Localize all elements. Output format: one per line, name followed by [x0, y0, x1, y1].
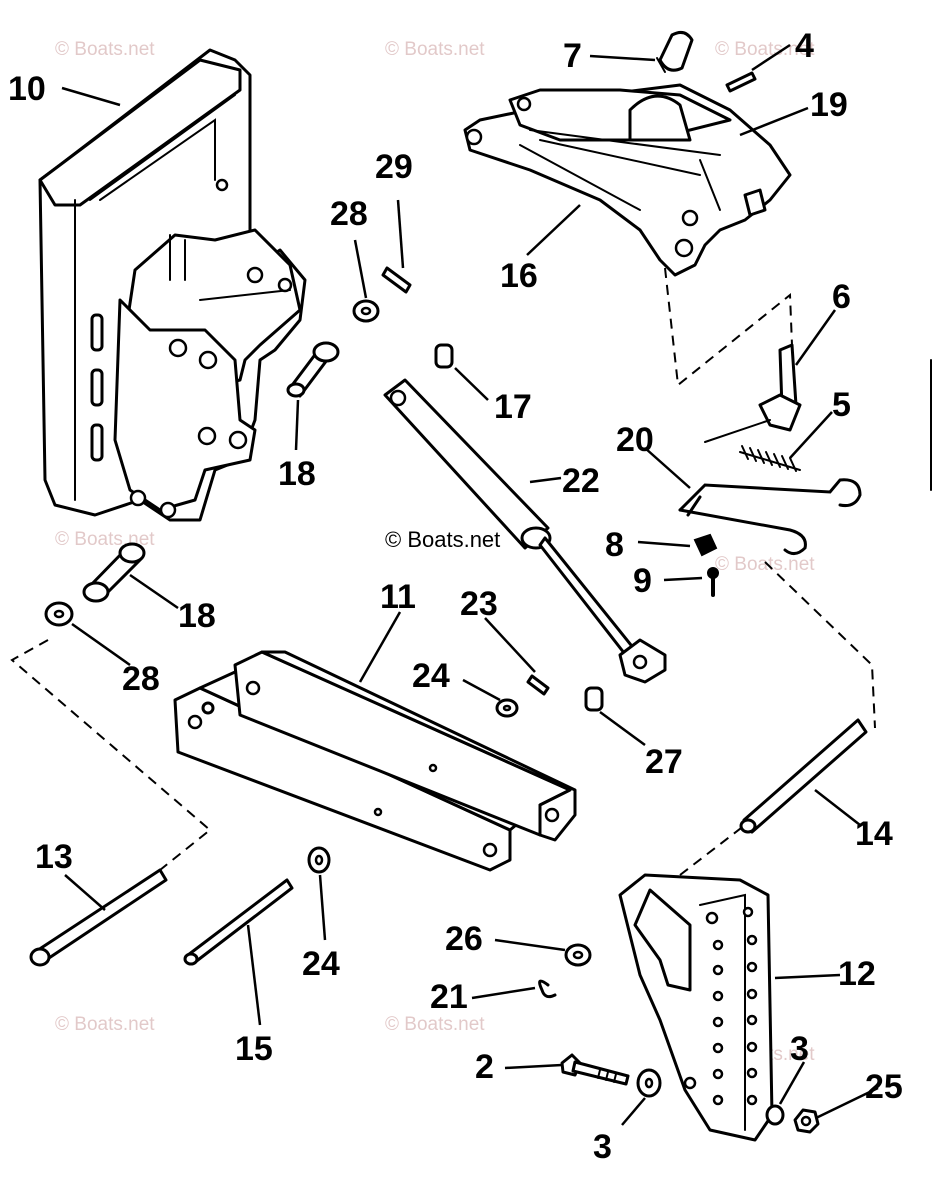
callout-11: 11	[380, 578, 416, 616]
callout-24: 24	[412, 657, 450, 695]
part-knob	[656, 30, 694, 73]
part-washer	[765, 1104, 785, 1126]
callout-labels: 10 7 4 19 29 28 16 6 17 5 18 22 20 8 9 1…	[8, 27, 903, 1166]
callout-28: 28	[330, 195, 368, 233]
part-lever	[704, 343, 802, 443]
callout-2: 2	[475, 1048, 494, 1086]
part-screw	[707, 567, 719, 597]
watermark: © Boats.net	[385, 39, 485, 60]
callout-18: 18	[178, 597, 216, 635]
watermark: © Boats.net	[55, 1014, 155, 1035]
part-shock-absorber	[383, 378, 667, 684]
callout-28: 28	[122, 660, 160, 698]
callout-18: 18	[278, 455, 316, 493]
callout-3: 3	[593, 1128, 612, 1166]
callout-14: 14	[855, 815, 893, 853]
part-washer	[44, 601, 74, 627]
part-e-clip	[538, 979, 557, 999]
callout-5: 5	[832, 386, 851, 424]
callout-24: 24	[302, 945, 340, 983]
part-washer	[636, 1068, 662, 1098]
callout-7: 7	[563, 37, 582, 75]
part-pin	[584, 686, 604, 712]
callout-10: 10	[8, 70, 46, 108]
callout-13: 13	[35, 838, 73, 876]
callout-29: 29	[375, 148, 413, 186]
callout-15: 15	[235, 1030, 273, 1068]
callout-3: 3	[790, 1030, 809, 1068]
part-wire-link	[678, 478, 862, 555]
callout-23: 23	[460, 585, 498, 623]
watermark: © Boats.net	[55, 39, 155, 60]
part-tilt-pin	[739, 718, 868, 834]
part-channel-frame	[173, 650, 577, 872]
part-swivel-bracket	[463, 83, 792, 277]
watermark: © Boats.net	[385, 1014, 485, 1035]
callout-22: 22	[562, 462, 600, 500]
part-stern-bracket	[38, 48, 307, 522]
callout-25: 25	[865, 1068, 903, 1106]
part-washer	[495, 698, 519, 718]
callout-12: 12	[838, 955, 876, 993]
callout-16: 16	[500, 257, 538, 295]
callout-19: 19	[810, 86, 848, 124]
callout-20: 20	[616, 421, 654, 459]
leader-lines	[61, 43, 879, 1126]
part-pin	[434, 343, 454, 369]
watermark: © Boats.net	[715, 554, 815, 575]
callout-27: 27	[645, 743, 683, 781]
part-washer	[307, 846, 331, 874]
part-bolt	[560, 1053, 630, 1086]
watermark: © Boats.net	[715, 39, 815, 60]
callout-21: 21	[430, 978, 468, 1016]
part-tilt-plate	[618, 873, 774, 1142]
part-spring	[739, 445, 801, 472]
part-nut	[693, 533, 718, 557]
alignment-lines	[10, 267, 876, 876]
part-washer	[352, 299, 380, 323]
part-long-pin	[29, 868, 168, 967]
part-pin	[183, 878, 294, 966]
part-clip	[526, 674, 550, 696]
part-washer	[564, 943, 592, 967]
part-nut	[793, 1108, 820, 1134]
part-bushing	[286, 341, 340, 398]
callout-9: 9	[633, 562, 652, 600]
part-bushing	[82, 542, 146, 603]
callout-8: 8	[605, 526, 624, 564]
part-small-pin	[725, 71, 757, 93]
callout-4: 4	[795, 27, 814, 65]
callout-17: 17	[494, 388, 532, 426]
callout-26: 26	[445, 920, 483, 958]
copyright-notice: © Boats.net	[385, 527, 500, 552]
part-roll-pin	[381, 266, 412, 294]
callout-6: 6	[832, 278, 851, 316]
